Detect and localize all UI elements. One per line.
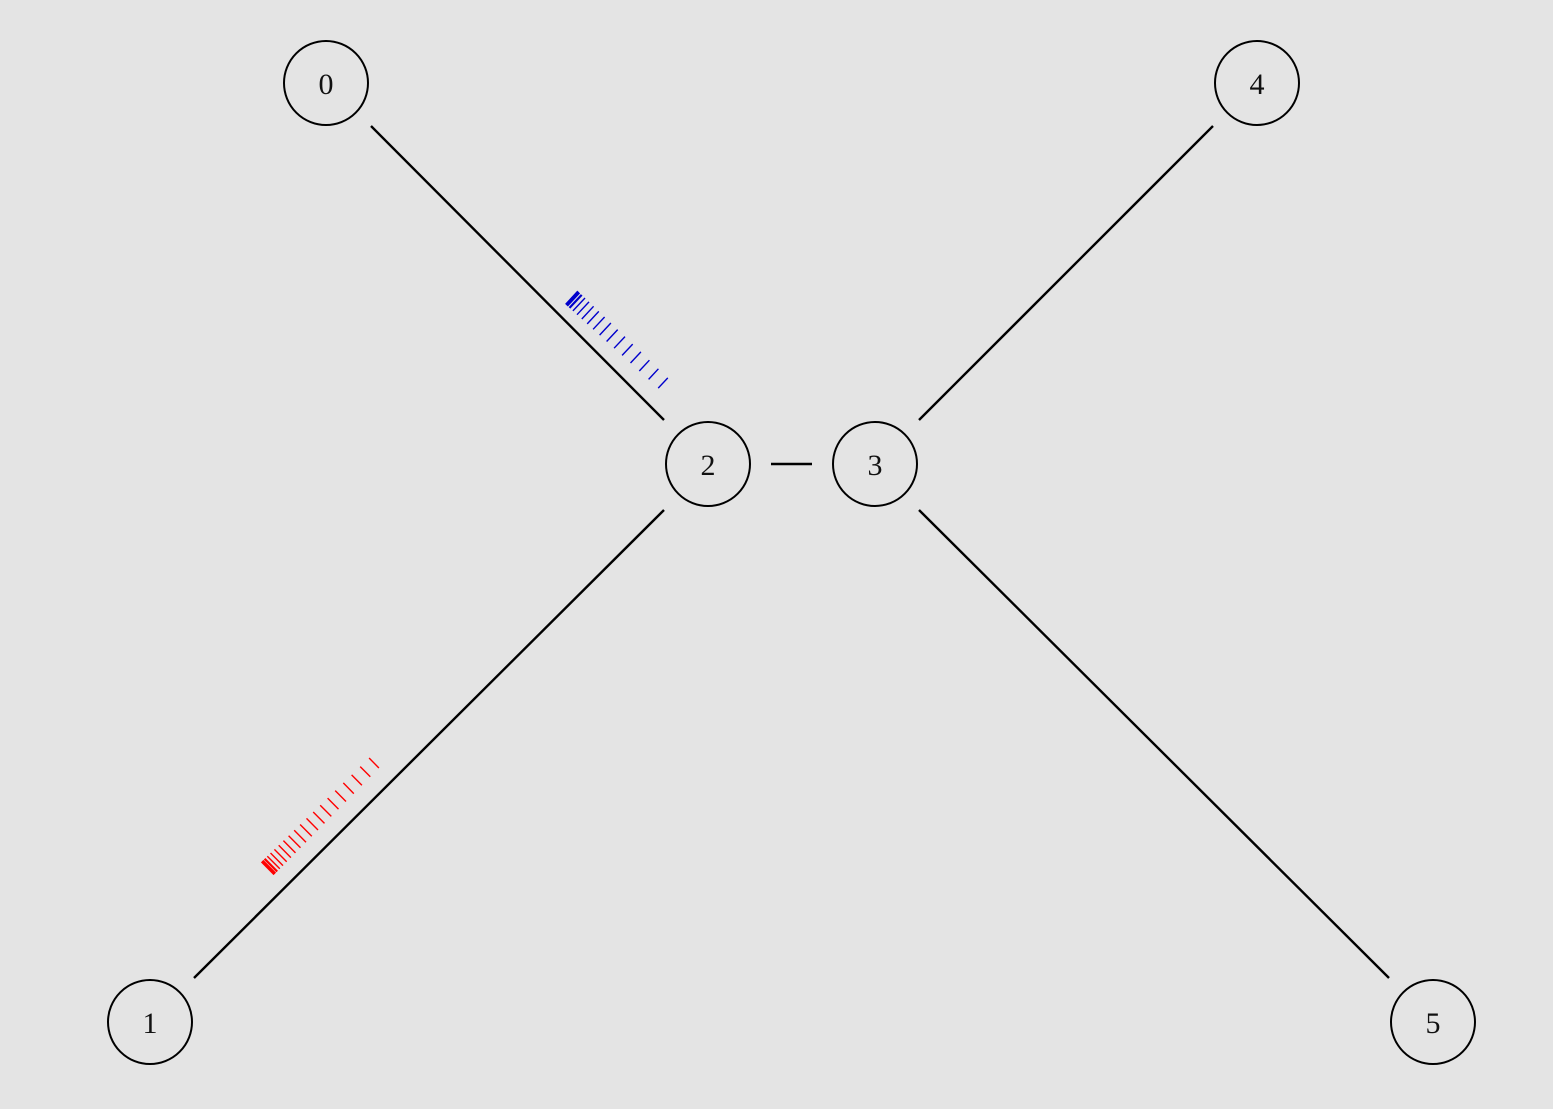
edge-3-5 (918, 509, 1390, 979)
packet-mark (638, 359, 650, 372)
packet-mark (592, 316, 606, 330)
node-1[interactable]: 1 (107, 979, 193, 1065)
node-2-label: 2 (701, 449, 716, 482)
node-5-label: 5 (1426, 1007, 1441, 1040)
node-2[interactable]: 2 (665, 421, 751, 507)
packet-mark (606, 329, 619, 342)
packet-mark (282, 840, 296, 854)
packet-mark (319, 804, 332, 817)
edges-layer (193, 125, 1390, 979)
packet-mark (260, 860, 276, 876)
packet-mark (312, 811, 325, 824)
packet-mark (621, 343, 634, 356)
packet-mark (306, 817, 319, 831)
packet-mark (293, 829, 307, 843)
edge-3-4 (918, 125, 1214, 421)
node-4-circle (1214, 40, 1300, 126)
packet-mark (288, 835, 301, 849)
packet-mark (629, 351, 642, 364)
packet-mark (576, 301, 590, 316)
packet-mark (327, 797, 339, 810)
node-3-circle (832, 421, 918, 507)
node-1-circle (107, 979, 193, 1065)
packet-mark (599, 322, 612, 336)
node-4[interactable]: 4 (1214, 40, 1300, 126)
edge-0-2 (370, 125, 665, 421)
packet-mark (657, 377, 669, 389)
node-5-circle (1390, 979, 1476, 1065)
packet-mark (263, 858, 278, 873)
packet-mark (359, 766, 371, 778)
node-3[interactable]: 3 (832, 421, 918, 507)
packet-mark (270, 852, 284, 867)
packet-mark (586, 310, 600, 325)
packet-mark (261, 859, 277, 875)
packet-marks-red (260, 757, 380, 876)
node-3-label: 3 (868, 449, 883, 482)
node-5[interactable]: 5 (1390, 979, 1476, 1065)
packet-mark (351, 774, 363, 786)
packet-mark (273, 848, 288, 863)
packet-mark (581, 305, 595, 320)
packet-mark (572, 297, 586, 312)
edge-1-2 (193, 509, 665, 979)
packet-mark (368, 757, 380, 769)
packet-mark (266, 855, 281, 870)
node-2-circle (665, 421, 751, 507)
node-1-label: 1 (143, 1007, 158, 1040)
packet-mark (299, 824, 313, 837)
packet-mark (613, 336, 626, 349)
node-0-label: 0 (319, 68, 334, 101)
packet-mark (568, 294, 583, 309)
node-0[interactable]: 0 (283, 40, 369, 126)
packet-marks-blue (565, 290, 669, 389)
packet-mark (566, 291, 581, 307)
node-0-circle (283, 40, 369, 126)
packet-mark (648, 368, 659, 380)
packet-mark (565, 290, 579, 306)
packet-mark (278, 844, 292, 859)
packet-mark (342, 782, 355, 795)
node-4-label: 4 (1250, 68, 1265, 101)
packet-mark (334, 790, 347, 802)
